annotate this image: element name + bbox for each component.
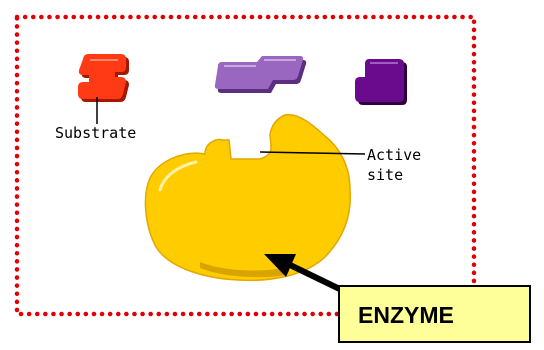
active-site-label-line2: site (367, 166, 404, 184)
dotted-frame (14, 14, 477, 317)
enzyme-blob-icon (144, 113, 352, 282)
enzyme-label-box: ENZYME (338, 285, 531, 343)
purple-molecule-icon (214, 56, 307, 93)
active-site-pointer-line (259, 151, 366, 155)
active-site-label-line1: Active (367, 146, 422, 164)
substrate-label: Substrate (55, 124, 137, 142)
dark-purple-molecule-icon (355, 59, 407, 105)
enzyme-label: ENZYME (358, 302, 454, 328)
substrate-molecule-icon (78, 54, 129, 102)
